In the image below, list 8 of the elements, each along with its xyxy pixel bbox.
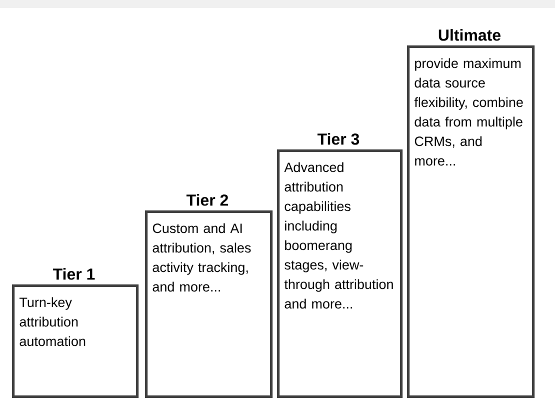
node-label: Tier 1	[52, 268, 95, 280]
tier-box: Ultimate provide maximum data source flexibility, combine data from multiple CRMs, and more...	[407, 29, 535, 398]
node-label: Tier 2	[186, 194, 228, 206]
tier-box: Tier 1 Turn-key attribution automation	[12, 268, 139, 398]
node-label: Ultimate	[438, 29, 501, 41]
tier-box: Tier 2 Custom and AI attribution, sales activity tracking, and more...	[145, 194, 273, 398]
tier-box: Tier 3 Advanced attribution capabilities including boomerang stages, view-through attribution and more...	[277, 133, 403, 398]
node-label: Tier 3	[317, 133, 360, 145]
